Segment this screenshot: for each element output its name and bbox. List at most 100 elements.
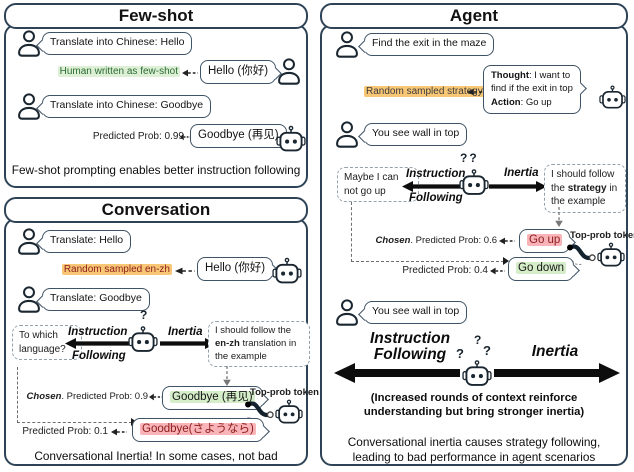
dashed-connector [17, 367, 132, 423]
panel-title-agent: Agent [320, 3, 628, 29]
note-text: (Increased rounds of context reinforce u… [320, 391, 628, 419]
question-mark: ? [140, 308, 148, 322]
highlight-label: Human written as few-shot [57, 66, 180, 77]
thought-bubble-right: I should follow the en-zh translation in… [208, 321, 310, 368]
user-message-bubble: You see wall in top [364, 301, 468, 324]
robot-icon [128, 325, 158, 353]
thought-text: : I want to [528, 70, 571, 81]
user-icon [276, 57, 302, 85]
user-message-bubble: Translate into Chinese: Goodbye [42, 95, 212, 118]
dashed-arrow-icon [490, 267, 505, 275]
user-icon [334, 298, 360, 326]
answer-bubble-chosen: Go up [519, 229, 571, 253]
label-text: Predicted Prob: 0.99 [92, 131, 184, 142]
robot-icon [462, 359, 492, 387]
top-prob-token-label: Top-prob token [250, 387, 319, 398]
panel-fewshot: Few-shot Translate into Chinese: Hello H… [4, 3, 308, 188]
highlight-answer: Goodbye(さようなら) [140, 423, 256, 435]
inertia-arrow [160, 338, 216, 349]
highlight-answer: Goodbye (再见) [170, 391, 255, 403]
message-text: Hello (你好) [208, 65, 269, 77]
arrow-label-inertia: Inertia [168, 326, 203, 338]
connector-arrowhead [503, 257, 509, 265]
arrow-label-inertia: Inertia [504, 167, 539, 179]
dashed-connector [351, 202, 504, 262]
panel-title-text: Few-shot [118, 6, 194, 25]
note-line: (Increased rounds of context reinforce [370, 392, 578, 404]
dashed-arrow-icon [182, 69, 198, 77]
message-text: Translate: Hello [50, 234, 124, 246]
robot-icon [275, 399, 303, 424]
panel-caption: Conversational inertia causes strategy f… [320, 435, 628, 464]
message-text: Translate into Chinese: Goodbye [50, 99, 204, 111]
user-message-bubble: Translate: Hello [42, 230, 132, 253]
panel-title-conversation: Conversation [4, 197, 308, 223]
highlight-answer: Go down [516, 262, 567, 274]
robot-icon [599, 84, 626, 110]
thought-bubble-right: I should follow the strategy in the exam… [544, 164, 626, 213]
instruction-following-arrow [402, 181, 460, 192]
alt-prob-label: Predicted Prob: 0.1 [22, 426, 108, 437]
thought-bold: Action [491, 96, 521, 108]
dashed-arrow-icon [175, 267, 195, 275]
message-text: Find the exit in the maze [372, 37, 487, 49]
thought-text: in the example [551, 182, 618, 208]
thought-text: I should follow the [551, 169, 615, 194]
answer-bubble-alt: Goodbye(さようなら) [132, 418, 264, 442]
big-label-line: Following [373, 345, 447, 363]
arrow-label-following: Following [409, 192, 463, 204]
arrow-label-instruction: Instruction [68, 326, 128, 338]
question-marks: ?? [460, 151, 479, 165]
caption-line: leading to bad performance in agent scen… [352, 449, 596, 464]
question-mark: ? [474, 333, 482, 347]
robot-icon [272, 257, 302, 284]
user-icon [334, 120, 360, 148]
thought-line: find if the exit in top [491, 83, 573, 95]
instruction-following-big-arrow [334, 363, 460, 383]
panel-caption: Conversational Inertia! In some cases, n… [34, 449, 278, 463]
chosen-prob-label: Chosen. Predicted Prob: 0.9 [27, 391, 148, 402]
thought-text: I should follow the [215, 325, 292, 336]
dashed-arrow-icon [499, 237, 515, 245]
thought-text: translation in the example [215, 337, 297, 362]
message-text: Translate into Chinese: Hello [50, 36, 185, 48]
inertia-arrow [489, 181, 547, 192]
user-message-bubble: Translate: Goodbye [42, 288, 150, 311]
user-message-bubble: You see wall in top [364, 123, 468, 146]
inertia-big-arrow [494, 363, 620, 383]
message-text: You see wall in top [372, 127, 460, 139]
reply-bubble: Hello (你好) [200, 60, 277, 84]
message-text: Goodbye (再见) [198, 129, 279, 141]
highlight-answer: Go up [527, 234, 563, 246]
message-text: Translate: Goodbye [50, 292, 142, 304]
answer-bubble-alt: Go down [508, 257, 575, 281]
annotation-predicted-prob: Predicted Prob: 0.99 [93, 131, 184, 142]
thought-line: Thought: I want to [491, 69, 573, 82]
down-dashed-arrow-icon [222, 366, 232, 386]
instruction-following-arrow [65, 338, 131, 349]
highlight-label: Random sampled en-zh [61, 264, 172, 275]
panel-caption: Few-shot prompting enables better instru… [11, 163, 301, 177]
annotation-random-sampled: Random sampled en-zh [61, 264, 172, 275]
annotation-random-strategy: Random sampled strategy [364, 86, 485, 97]
thought-text: : Go up [520, 96, 552, 108]
thought-text: Maybe I can not go up [344, 172, 399, 197]
panel-title-text: Conversation [101, 200, 211, 219]
robot-icon [276, 125, 306, 152]
question-mark: ? [456, 346, 464, 361]
big-label-line: Instruction [369, 330, 451, 347]
chosen-text: Chosen [375, 235, 411, 246]
arrow-label-instruction: Instruction [406, 168, 466, 180]
thought-text: To which language? [19, 330, 66, 355]
question-mark: ? [483, 343, 491, 358]
agent-thought-bubble: Thought: I want to find if the exit in t… [483, 65, 581, 114]
chosen-prob-label: Chosen. Predicted Prob: 0.6 [376, 235, 497, 246]
highlight-label: Random sampled strategy [364, 86, 485, 97]
big-label-instruction-following: Instruction Following [354, 331, 466, 362]
panel-title-text: Agent [449, 6, 499, 25]
user-message-bubble: Translate into Chinese: Hello [42, 32, 193, 55]
user-icon [334, 30, 360, 58]
annotation-human-written: Human written as few-shot [57, 66, 180, 77]
dashed-arrow-icon [111, 428, 127, 436]
